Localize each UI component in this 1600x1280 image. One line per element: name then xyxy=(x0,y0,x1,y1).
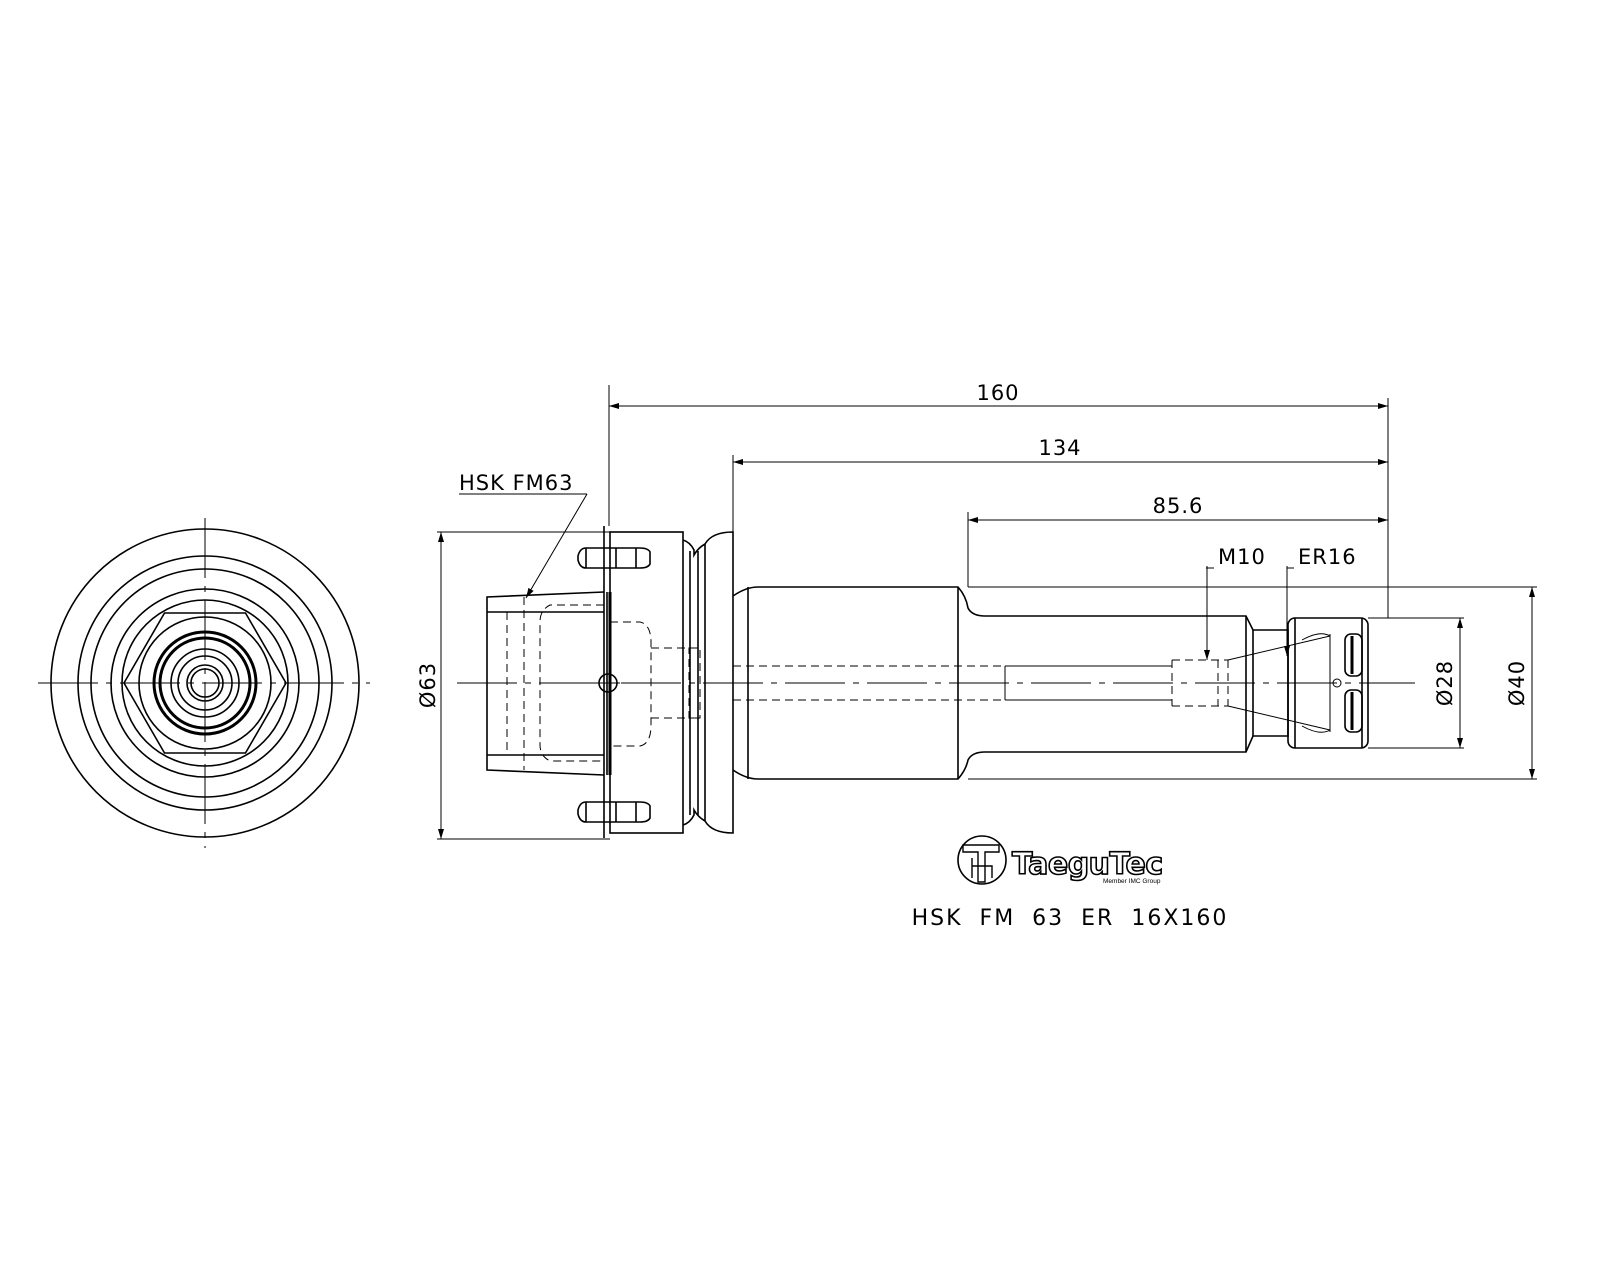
collet-slot-top xyxy=(1344,633,1363,677)
front-view xyxy=(38,518,370,848)
front-ring-circle xyxy=(90,568,320,798)
front-ring-circle xyxy=(110,588,300,778)
gripper-groove xyxy=(682,531,734,834)
label-hsk-fm63-text: HSK FM63 xyxy=(459,471,574,495)
dimension-text-85-6: 85.6 xyxy=(1153,494,1204,518)
drive-key-pin-top-right xyxy=(610,547,651,569)
flange-body xyxy=(609,531,684,834)
collet-taper-line xyxy=(1227,635,1331,661)
front-ring-circle xyxy=(138,616,272,750)
leader-line xyxy=(525,493,588,599)
logo-emblem-circle xyxy=(957,835,1007,885)
collet-ring-circle xyxy=(158,636,252,730)
front-ring-circle xyxy=(121,599,289,767)
front-ring-circle xyxy=(170,648,240,718)
label-hsk-fm63: HSK FM63 xyxy=(459,471,588,599)
hsk-taper-shank xyxy=(486,591,605,776)
drive-key-pin-bottom xyxy=(577,801,610,823)
dimension-text-d63: Ø63 xyxy=(416,662,440,708)
dimension-160: 160 xyxy=(609,381,1388,409)
logo-brand-text: TaeguTec xyxy=(1012,847,1163,882)
dimension-134: 134 xyxy=(733,436,1388,465)
label-er16-text: ER16 xyxy=(1298,545,1357,569)
bore-circle xyxy=(186,664,224,702)
label-m10-text: M10 xyxy=(1218,545,1266,569)
drive-key-pin-bottom-right xyxy=(610,801,651,823)
flange-hidden-bore xyxy=(610,621,652,747)
part-title: HSK FM 63 ER 16X160 xyxy=(912,906,1229,931)
dimension-diameter-28: Ø28 xyxy=(1433,618,1463,748)
collet-center-mark xyxy=(1332,678,1342,688)
dimension-text-134: 134 xyxy=(1038,436,1081,460)
dimension-text-d28: Ø28 xyxy=(1433,660,1457,706)
er-collet-nut xyxy=(1287,617,1369,749)
collet-slot-bottom xyxy=(1344,689,1363,733)
label-m10: M10 xyxy=(1204,545,1266,660)
dimension-diameter-40: Ø40 xyxy=(1505,587,1535,779)
side-view xyxy=(457,526,1415,838)
drive-key-pin-top xyxy=(577,547,610,569)
dimension-text-160: 160 xyxy=(976,381,1019,405)
dimension-text-d40: Ø40 xyxy=(1505,660,1529,706)
bore-circle xyxy=(190,668,220,698)
collet-ring-circle xyxy=(152,630,258,736)
front-ring-circle xyxy=(77,555,333,811)
logo-emblem-t xyxy=(962,844,1000,883)
collet-arc xyxy=(1301,633,1331,733)
hidden-slot xyxy=(688,647,701,719)
taegutec-logo: TaeguTec Member IMC Group xyxy=(957,835,1164,885)
clamping-nut-hexagon xyxy=(123,612,287,754)
dimension-85-6: 85.6 xyxy=(968,494,1388,523)
logo-tagline-text: Member IMC Group xyxy=(1103,878,1161,885)
bore-circle xyxy=(177,655,233,711)
shank-hidden-bore xyxy=(539,604,604,762)
dimension-diameter-63: Ø63 xyxy=(416,532,444,839)
logo-emblem-h xyxy=(971,858,993,878)
collet-taper-line xyxy=(1227,705,1331,731)
label-er16: ER16 xyxy=(1284,545,1357,656)
flange-outer-circle xyxy=(50,528,360,838)
